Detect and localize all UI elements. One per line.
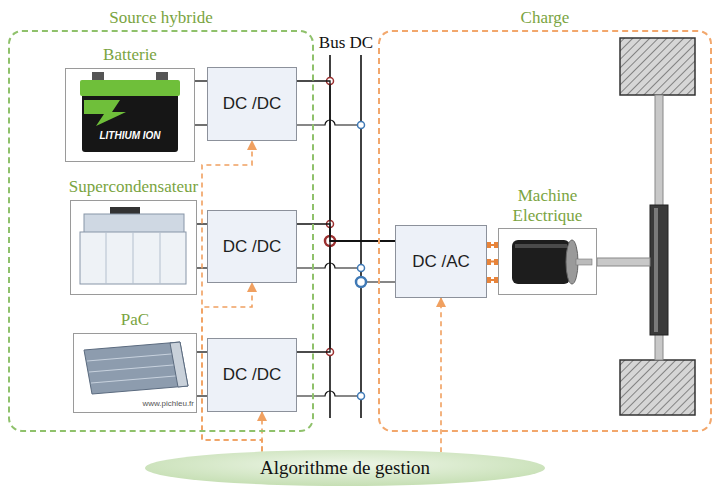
supercapacitor-picture [133,232,134,284]
converter-box: DC /DC [207,338,297,412]
source-wire [297,120,361,125]
fuel-cell-picture [89,364,185,372]
motor-shaft [597,258,650,266]
control-ellipse: Algorithme de gestion [145,450,545,486]
converter-label: DC /DC [223,94,282,114]
power-wire [197,351,207,352]
power-wire [195,80,207,81]
motor-frame: Machine Electrique [498,228,597,295]
motor-picture [576,259,592,265]
battery-print: LITHIUM ION [84,130,176,141]
power-wire [297,81,395,241]
component-name: PaC [121,310,149,330]
supercapacitor-picture [80,232,186,284]
fuel-cell-picture [91,375,187,383]
component-name: Machine Electrique [499,186,596,226]
bus-junction [325,78,366,400]
bus-junction [356,277,366,287]
bus-label: Bus DC [312,33,380,53]
dc-bus-line [360,55,362,418]
converter-label: DC /DC [223,365,282,385]
motor-picture [512,240,570,284]
battery-picture [80,80,180,96]
supercapacitor-picture [84,214,184,234]
phase-wire [487,242,491,248]
load-region: ChargeDC /ACMachine Electrique [378,30,712,432]
battery-picture [84,100,126,126]
axle [654,208,658,332]
wheel [620,38,695,95]
bus-junction [358,122,365,129]
motor-picture [512,240,592,284]
fuel-cell-picture [87,353,183,361]
power-wire [297,241,395,352]
source-wire [297,263,361,268]
fuel-cell-frame: PaC [73,333,197,413]
source-wire [197,395,207,396]
region-title: Source hybride [109,8,212,28]
supercapacitor-picture [106,232,107,284]
converter-box: DC /DC [207,67,297,141]
watermark: www.pichleu.fr [124,399,194,408]
source-wire [297,391,361,396]
battery-frame: Batterie [65,68,195,162]
supercapacitor-picture [80,207,186,284]
converter-box: DC /DC [207,210,297,283]
phase-wire [487,261,498,263]
battery-print-holder: LITHIUM ION [84,130,176,141]
axle [650,95,668,360]
battery-picture [80,72,180,152]
control-signal [440,298,442,452]
component-name: Supercondensateur [69,177,198,197]
motor-shaft [597,258,650,266]
wheel [620,360,695,415]
control-label: Algorithme de gestion [260,457,430,479]
phase-wire [487,277,491,283]
supercapacitor-frame: Supercondensateur [70,200,197,295]
fuel-cell-picture [170,342,188,387]
component-name: Batterie [103,45,157,65]
phase-wire [487,242,498,283]
ellipse-shape [145,450,545,486]
fuel-cell-picture [84,342,188,394]
power-wire [297,224,395,241]
supercapacitor-picture [160,232,161,284]
converter-label: DC /DC [223,237,282,257]
dc-bus-line [330,55,361,418]
axle [650,205,668,335]
region-title: Charge [521,8,570,28]
source-region: Source hybrideBatterieDC /DCSupercondens… [8,30,314,432]
motor-picture [515,244,567,248]
inverter-box: DC /AC [395,225,487,298]
watermark-holder: www.pichleu.fr [124,399,194,408]
battery-picture [82,92,178,152]
bus-junction [358,393,365,400]
fuel-cell-picture [84,342,188,394]
wheel [620,38,695,415]
converter-label: DC /AC [412,252,470,272]
bus-label-holder: Bus DC [312,33,380,53]
source-wire [195,124,207,125]
bus-junction [358,265,365,272]
